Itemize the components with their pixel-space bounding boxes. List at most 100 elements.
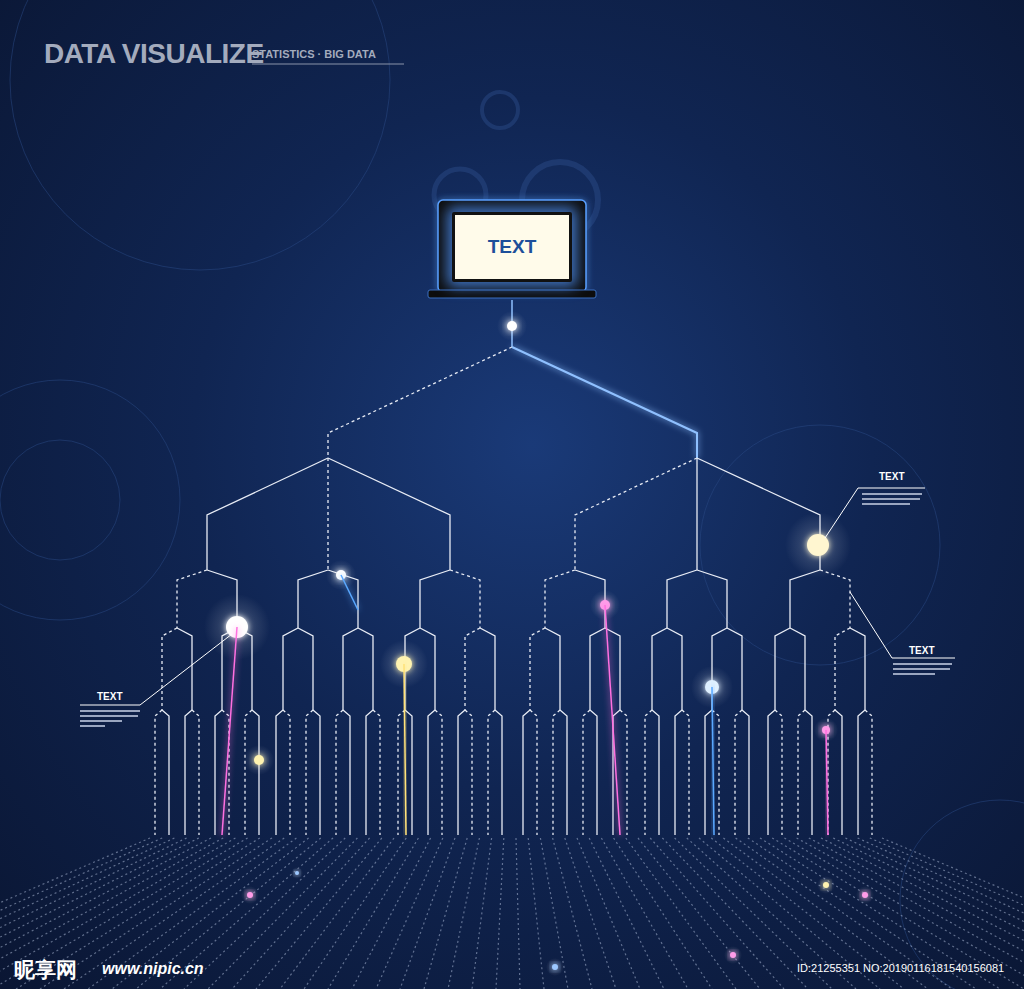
branch-line (366, 710, 373, 835)
floor-line (448, 838, 479, 989)
branch-line (735, 710, 742, 835)
glow-dot (507, 321, 517, 331)
highlight-line (341, 575, 358, 610)
branch-line (313, 710, 320, 835)
floor-grid (0, 838, 1024, 989)
branch-line (283, 710, 290, 835)
highlight-line (258, 760, 260, 835)
branch-line (675, 710, 682, 835)
branch-line (652, 710, 659, 835)
branch-line (465, 710, 472, 835)
branch-line (790, 570, 820, 628)
branch-line (162, 710, 169, 835)
branch-line (358, 628, 373, 710)
branch-line (298, 628, 313, 710)
floor-line (0, 838, 248, 989)
callout-title: TEXT (879, 471, 905, 482)
branch-line (428, 710, 435, 835)
glow-dot (730, 952, 736, 958)
branch-line (858, 710, 865, 835)
dot-halo (546, 958, 564, 976)
branch-line (162, 628, 177, 710)
dot-halo (856, 886, 874, 904)
highlight-line (605, 605, 620, 835)
dot-halo (291, 867, 303, 879)
highlight-line (826, 730, 828, 835)
branch-line (545, 628, 560, 710)
branch-line (420, 570, 450, 628)
branch-line (790, 628, 805, 710)
branch-line (865, 710, 872, 835)
branch-line (805, 710, 812, 835)
tree-lines (155, 300, 872, 835)
floor-line (400, 838, 455, 989)
callout-leaders (80, 488, 955, 705)
branch-line (590, 628, 605, 710)
watermark: www.nipic.cn (102, 960, 204, 978)
glow-dot (247, 892, 253, 898)
floor-line (208, 838, 357, 989)
branch-line (177, 570, 207, 628)
floor-line (662, 838, 808, 989)
glow-dots (204, 311, 874, 976)
branch-line (645, 710, 652, 835)
glow-dot (862, 892, 868, 898)
floor-line (0, 838, 211, 989)
branch-line (560, 710, 567, 835)
subtitle-rule (252, 64, 404, 65)
branch-line (480, 628, 495, 710)
branch-line (343, 628, 358, 710)
branch-line (652, 628, 667, 710)
branch-line (465, 628, 480, 710)
floor-line (528, 838, 544, 989)
floor-line (376, 838, 443, 989)
branch-line (512, 347, 697, 458)
branch-line (327, 458, 328, 570)
highlight-line (222, 627, 237, 835)
branch-line (215, 710, 222, 835)
branch-line (276, 710, 283, 835)
branch-line (177, 628, 192, 710)
branch-line (328, 347, 512, 458)
laptop-screen: TEXT (452, 212, 572, 282)
highlight-line (404, 664, 406, 835)
floor-line (328, 838, 418, 989)
branch-line (450, 570, 480, 628)
branch-line (682, 710, 689, 835)
glow-dot (295, 871, 299, 875)
branch-line (583, 710, 590, 835)
floor-line (797, 838, 1024, 989)
branch-line (192, 710, 199, 835)
floor-line (280, 838, 394, 989)
dot-halo (785, 512, 851, 578)
branch-line (435, 710, 442, 835)
floor-line (784, 838, 1024, 989)
floor-line (614, 838, 712, 989)
branch-line (373, 710, 380, 835)
branch-line (298, 570, 328, 628)
branch-line (155, 710, 162, 835)
callout-body-lines (80, 494, 952, 726)
floor-line (352, 838, 431, 989)
floor-line (601, 838, 688, 989)
branch-line (336, 710, 343, 835)
floor-line (184, 838, 345, 989)
screen-text: TEXT (488, 236, 537, 258)
floor-line (540, 838, 568, 989)
branch-line (835, 628, 850, 710)
branch-line (185, 710, 192, 835)
laptop (428, 200, 596, 298)
branch-line (575, 458, 697, 570)
branch-line (545, 570, 575, 628)
branch-line (775, 628, 790, 710)
floor-line (0, 838, 235, 989)
glow-dot (823, 882, 829, 888)
subtitle: STATISTICS · BIG DATA (252, 48, 376, 60)
branch-line (705, 710, 712, 835)
watermark-id: ID:21255351 NO:20190116181540156081 (797, 962, 1004, 974)
branch-line (768, 710, 775, 835)
branch-line (667, 628, 682, 710)
floor-line (496, 838, 504, 989)
